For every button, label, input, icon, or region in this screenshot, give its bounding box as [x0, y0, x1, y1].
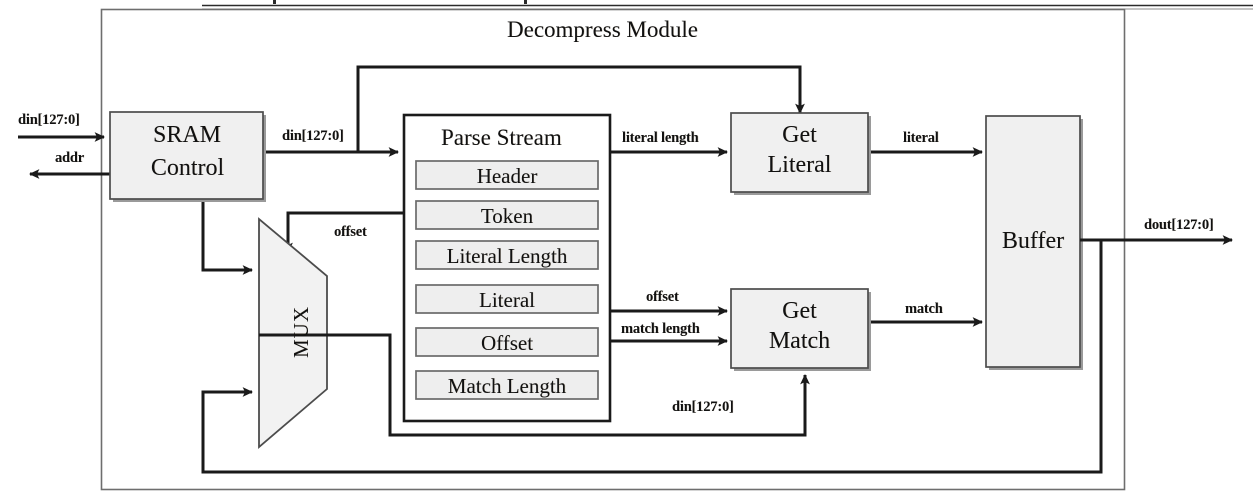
- wire-sram-to-mux-in1: [201, 199, 254, 275]
- signal-din-sram-out: din[127:0]: [282, 128, 344, 144]
- sram-control-label-line2: Control: [150, 155, 225, 181]
- parse-stream-items: [415, 160, 599, 400]
- signal-literal-length: literal length: [622, 130, 699, 146]
- parse-item-match-length: Match Length: [447, 374, 567, 398]
- parse-item-token: Token: [480, 204, 534, 228]
- parse-item-literal-length: Literal Length: [446, 244, 568, 268]
- sram-control-label-line1: SRAM: [152, 122, 222, 148]
- signal-din-in: din[127:0]: [18, 112, 80, 128]
- parse-item-literal: Literal: [479, 288, 535, 312]
- get-match-label-line2: Match: [768, 328, 831, 354]
- caption-fragment-right: [524, 0, 527, 4]
- signal-match: match: [905, 301, 943, 317]
- signal-din-match: din[127:0]: [672, 399, 734, 415]
- wire-mux-out-to-get-match: [327, 333, 810, 437]
- get-literal-label-line1: Get: [782, 122, 817, 148]
- block-buffer: [985, 115, 1083, 370]
- wire-din-bus-to-get-literal: [356, 65, 805, 152]
- signal-addr: addr: [55, 150, 85, 166]
- block-get-match: [730, 288, 871, 371]
- block-get-literal: [730, 112, 871, 195]
- wire-buffer-feedback-to-mux: [201, 240, 1103, 474]
- module-title: Decompress Module: [507, 17, 698, 42]
- wires: [18, 65, 1234, 474]
- wire-overlays: [259, 238, 1104, 337]
- block-mux: [258, 217, 328, 449]
- parse-item-header: Header: [476, 164, 538, 188]
- signal-dout: dout[127:0]: [1144, 217, 1214, 233]
- buffer-label: Buffer: [1001, 228, 1065, 254]
- mux-label: MUX: [289, 305, 313, 358]
- caption-fragment-left: [273, 0, 276, 4]
- signal-match-length: match length: [621, 321, 700, 337]
- crop-top-rules: [202, 4, 1253, 10]
- parse-stream-title: Parse Stream: [441, 125, 562, 150]
- signal-literal: literal: [903, 130, 939, 146]
- wire-offset-to-mux: [283, 211, 404, 254]
- signal-offset-match: offset: [646, 289, 679, 305]
- block-sram-control: [109, 111, 266, 202]
- signal-offset-mux: offset: [334, 224, 367, 240]
- parse-item-offset: Offset: [480, 331, 534, 355]
- get-match-label-line1: Get: [782, 298, 817, 324]
- module-frame: [100, 8, 1126, 491]
- get-literal-label-line2: Literal: [767, 152, 832, 178]
